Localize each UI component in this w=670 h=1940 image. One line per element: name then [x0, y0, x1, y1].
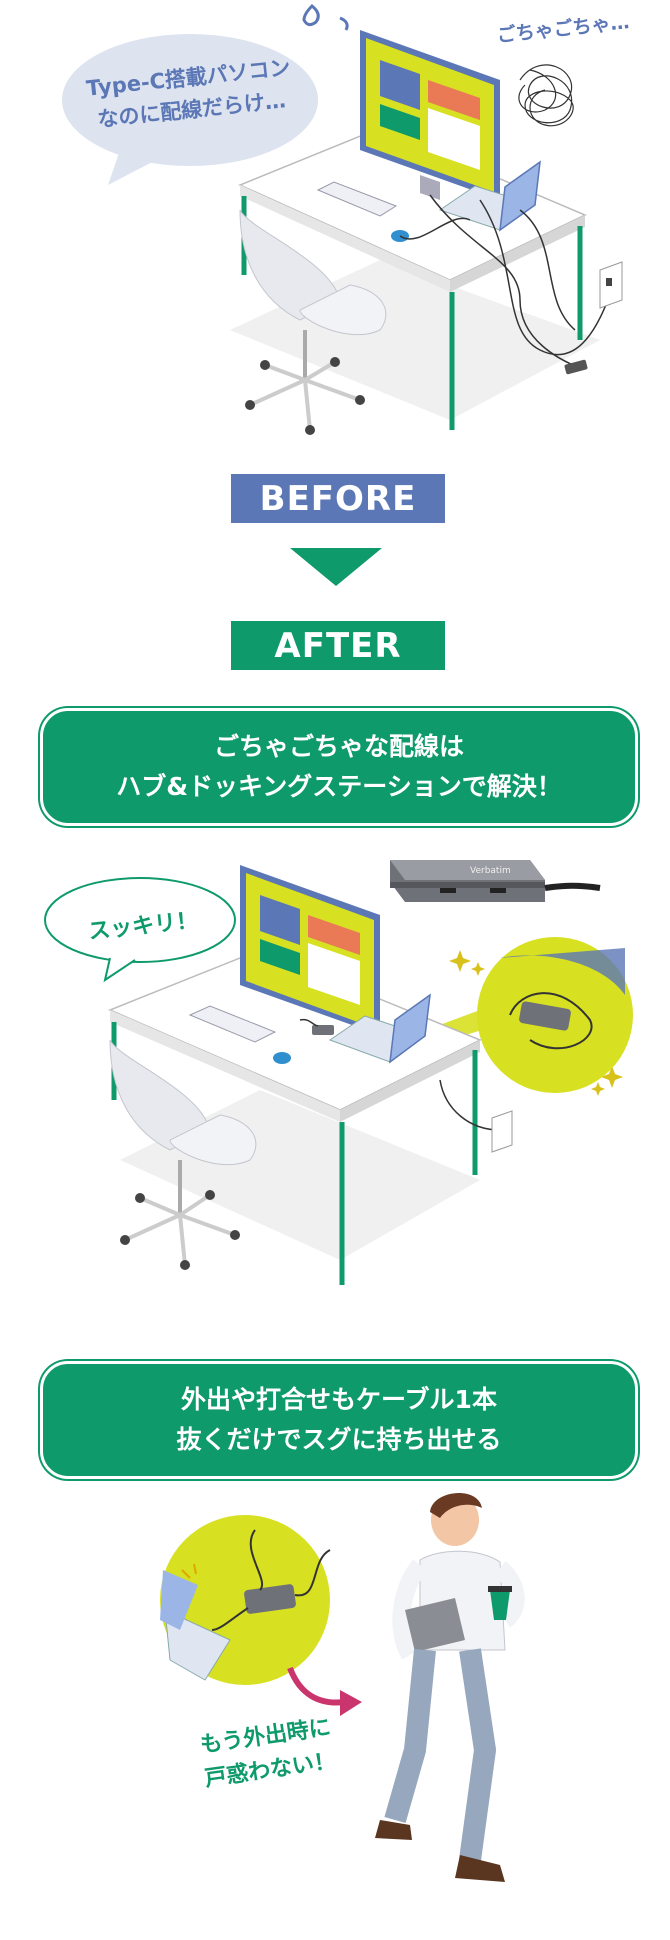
- portability-banner-line1: 外出や打合せもケーブル1本: [181, 1385, 497, 1414]
- after-scene: Verbatim: [0, 840, 670, 1310]
- tangled-cable-icon: [518, 64, 574, 127]
- after-label: AFTER: [231, 621, 445, 670]
- before-label: BEFORE: [231, 474, 445, 523]
- solution-banner: ごちゃごちゃな配線は ハブ&ドッキングステーションで解決！: [40, 708, 638, 826]
- after-speech-bubble: [44, 877, 236, 983]
- sparkle-icon: [449, 950, 623, 1096]
- wall-outlet-icon: [599, 261, 623, 309]
- solution-banner-line2: ハブ&ドッキングステーションで解決！: [116, 772, 562, 801]
- walking-man-icon: [375, 1492, 525, 1882]
- walk-scene: [0, 1490, 670, 1940]
- unplug-circle: [160, 1515, 331, 1685]
- portability-banner-line2: 抜くだけでスグに持ち出せる: [176, 1425, 502, 1454]
- portability-banner: 外出や打合せもケーブル1本 抜くだけでスグに持ち出せる: [40, 1361, 638, 1479]
- before-scene: [0, 0, 670, 450]
- after-office-chair-icon: [109, 1039, 257, 1270]
- after-monitor-icon: [240, 865, 380, 1035]
- docking-hub-icon: Verbatim: [390, 860, 601, 902]
- sweat-drop-icon: [302, 3, 349, 31]
- solution-banner-line1: ごちゃごちゃな配線は: [213, 732, 464, 761]
- before-speech-bubble: [62, 34, 318, 185]
- down-arrow-icon: [290, 548, 382, 586]
- after-wall-outlet-icon: [491, 1110, 513, 1153]
- pink-arrow-icon: [287, 1666, 362, 1716]
- monitor-icon: [360, 30, 500, 200]
- zoom-circle: [477, 937, 633, 1093]
- after-laptop-icon: [328, 993, 431, 1064]
- product-brand-text: Verbatim: [470, 866, 511, 876]
- office-chair-icon: [239, 209, 387, 435]
